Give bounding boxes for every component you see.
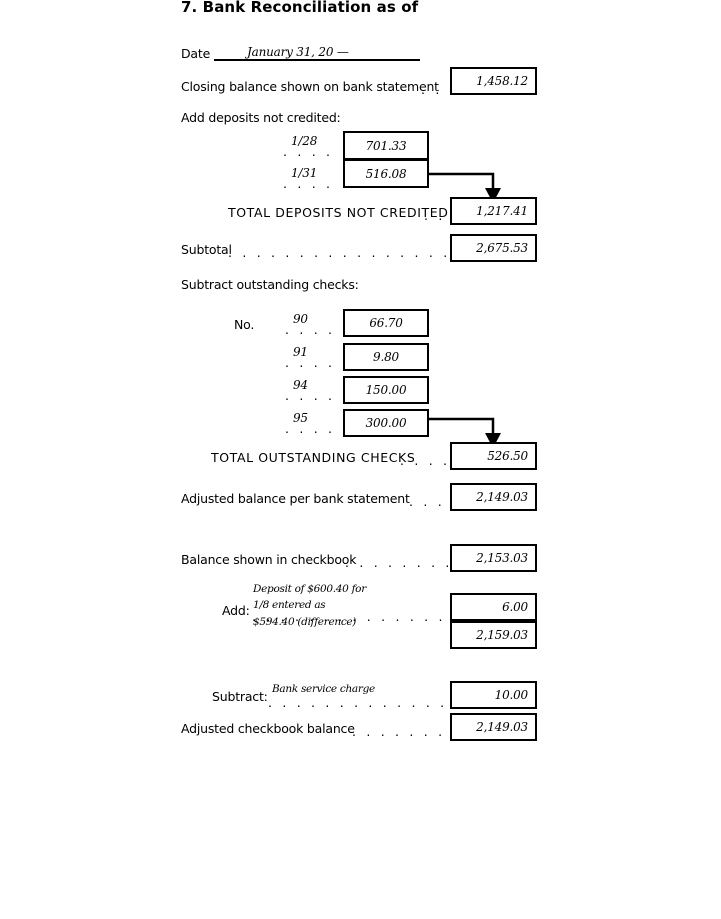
total-checks-value: 526.50 xyxy=(487,449,528,463)
closing-balance-value: 1,458.12 xyxy=(476,74,528,88)
subtract-leader: . . . . . . . . . . . . . . . . . . . . … xyxy=(268,697,448,709)
total-deposits-leader: . . xyxy=(424,210,446,222)
add-note-line1[interactable]: Deposit of $600.40 for xyxy=(253,583,366,595)
check-amount-1: 9.80 xyxy=(373,350,399,364)
deposit-leader-0: . . . . . xyxy=(283,146,339,158)
adjusted-bank-leader: . . . . xyxy=(409,496,449,508)
check-amount-3: 300.00 xyxy=(365,416,407,430)
add-deposits-label: Add deposits not credited: xyxy=(181,110,341,125)
check-amount-2: 150.00 xyxy=(365,383,407,397)
subtotal-leader: . . . . . . . . . . . . . . . . . . . . … xyxy=(228,247,448,259)
check-leader-3: . . . . . xyxy=(285,423,341,435)
check-amount-0: 66.70 xyxy=(369,316,403,330)
closing-balance-box[interactable]: 1,458.12 xyxy=(450,67,537,95)
subtract-value-box[interactable]: 10.00 xyxy=(450,681,537,709)
check-box-1[interactable]: 9.80 xyxy=(343,343,429,371)
adjusted-bank-value: 2,149.03 xyxy=(476,490,528,504)
check-no-label: No. xyxy=(234,317,255,332)
checkbook-balance-leader: . . . . . . . . . . . . xyxy=(345,557,449,569)
deposit-amount-1: 516.08 xyxy=(365,166,407,181)
check-box-3[interactable]: 300.00 xyxy=(343,409,429,437)
subtotal-label: Subtotal xyxy=(181,242,232,257)
date-rule xyxy=(214,59,420,61)
deposit-box-1[interactable]: 516.08 xyxy=(343,159,429,188)
add-subtotal-box[interactable]: 2,159.03 xyxy=(450,621,537,649)
deposit-box-0[interactable]: 701.33 xyxy=(343,131,429,160)
total-deposits-box[interactable]: 1,217.41 xyxy=(450,197,537,225)
check-number-3[interactable]: 95 xyxy=(293,411,308,425)
adjusted-bank-box[interactable]: 2,149.03 xyxy=(450,483,537,511)
deposit-amount-0: 701.33 xyxy=(365,138,407,153)
check-box-2[interactable]: 150.00 xyxy=(343,376,429,404)
total-deposits-value: 1,217.41 xyxy=(476,204,528,218)
deposit-date-1[interactable]: 1/31 xyxy=(291,166,318,180)
closing-balance-label: Closing balance shown on bank statement xyxy=(181,79,439,94)
check-number-1[interactable]: 91 xyxy=(293,345,308,359)
adjusted-checkbook-value: 2,149.03 xyxy=(476,720,528,734)
subtract-label: Subtract: xyxy=(212,689,268,704)
subtract-value: 10.00 xyxy=(494,688,529,702)
check-number-0[interactable]: 90 xyxy=(293,312,308,326)
add-value-box[interactable]: 6.00 xyxy=(450,593,537,621)
add-value: 6.00 xyxy=(502,600,528,614)
total-checks-label: TOTAL OUTSTANDING CHECKS xyxy=(211,450,416,465)
add-note-line3[interactable]: $594.40 (difference) xyxy=(253,616,357,628)
subtract-checks-label: Subtract outstanding checks: xyxy=(181,277,359,292)
check-leader-1: . . . . . xyxy=(285,357,341,369)
checkbook-balance-label: Balance shown in checkbook xyxy=(181,552,357,567)
date-value[interactable]: January 31, 20 — xyxy=(247,45,349,59)
closing-balance-leader: . . . xyxy=(421,84,447,96)
date-label: Date xyxy=(181,46,211,61)
adjusted-checkbook-leader: . . . . . . . . . . . xyxy=(352,726,448,738)
adjusted-checkbook-label: Adjusted checkbook balance xyxy=(181,721,355,736)
add-subtotal-value: 2,159.03 xyxy=(476,628,528,642)
deposits-connector-arrow xyxy=(429,172,501,203)
subtract-note[interactable]: Bank service charge xyxy=(272,683,375,695)
subtotal-value: 2,675.53 xyxy=(476,241,528,255)
adjusted-checkbook-box[interactable]: 2,149.03 xyxy=(450,713,537,741)
checkbook-balance-value: 2,153.03 xyxy=(476,551,528,565)
checkbook-balance-box[interactable]: 2,153.03 xyxy=(450,544,537,572)
check-box-0[interactable]: 66.70 xyxy=(343,309,429,337)
subtotal-box[interactable]: 2,675.53 xyxy=(450,234,537,262)
page-title: 7. Bank Reconciliation as of xyxy=(181,0,419,16)
check-number-2[interactable]: 94 xyxy=(293,378,308,392)
deposit-leader-1: . . . . . xyxy=(283,178,339,190)
check-leader-0: . . . . . xyxy=(285,324,341,336)
checks-connector-arrow xyxy=(429,417,501,448)
total-deposits-label: TOTAL DEPOSITS NOT CREDITED xyxy=(228,205,449,220)
deposit-date-0[interactable]: 1/28 xyxy=(291,134,318,148)
total-checks-leader: . . . . . xyxy=(400,455,448,467)
add-note-line2[interactable]: 1/8 entered as xyxy=(253,599,326,611)
adjusted-bank-label: Adjusted balance per bank statement xyxy=(181,491,410,506)
total-checks-box[interactable]: 526.50 xyxy=(450,442,537,470)
add-leader: . . . . . . . . . . . . . . . . . . . . … xyxy=(252,611,448,623)
add-label: Add: xyxy=(222,603,250,618)
check-leader-2: . . . . . xyxy=(285,390,341,402)
